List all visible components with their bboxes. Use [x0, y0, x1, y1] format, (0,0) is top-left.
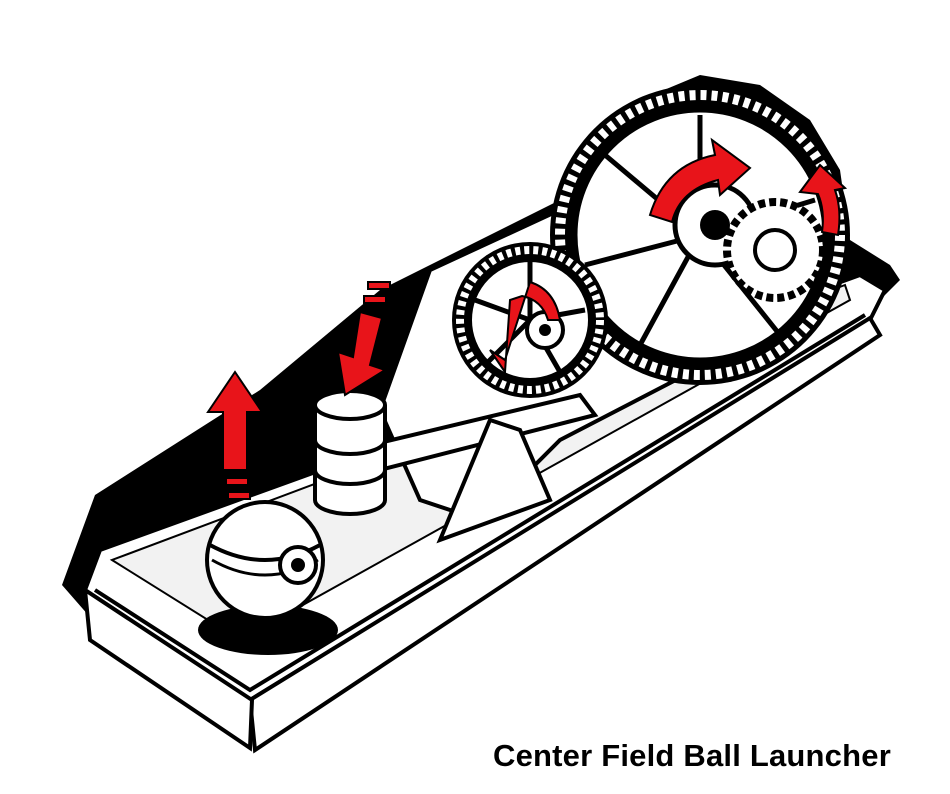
ball — [198, 500, 338, 655]
up-arrow-icon — [206, 370, 264, 500]
rotate-arrow-small-gear-icon — [798, 163, 848, 237]
support-bracket — [436, 417, 553, 544]
small-gear-right — [723, 198, 827, 302]
medium-gear — [452, 242, 608, 398]
caption: Center Field Ball Launcher — [493, 738, 891, 773]
large-gear — [550, 85, 850, 385]
down-arrow-icon — [336, 281, 391, 397]
rotate-arrow-medium-gear-icon — [489, 280, 562, 375]
hammer — [313, 389, 387, 516]
rotate-arrow-large-gear-icon — [648, 137, 752, 224]
